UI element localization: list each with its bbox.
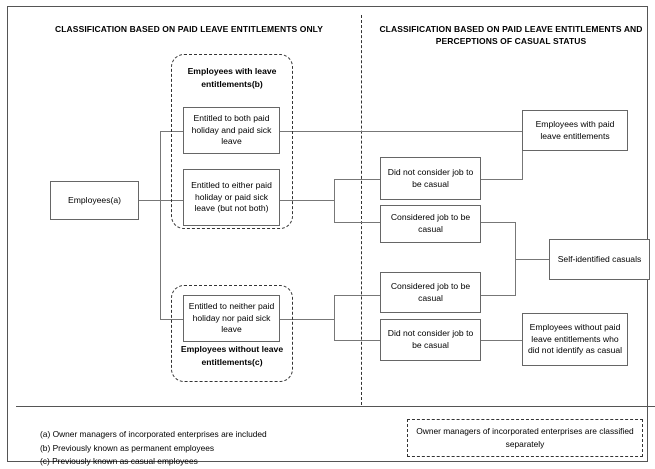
node-mid-did-not-consider-2[interactable]: Did not consider job to be casual [380,319,481,361]
footnote-c: (c) Previously known as casual employees [40,456,198,467]
node-out-employees-without-paid-leave[interactable]: Employees without paid leave entitlement… [522,313,628,366]
group-label-with-entitlements: Employees with leave entitlements(b) [187,66,277,89]
group-without-leave-entitlements [171,285,293,382]
node-mid-did-not-consider-1[interactable]: Did not consider job to be casual [380,157,481,200]
group-label-without-entitlements: Employees without leave entitlements(c) [180,344,284,367]
node-entitled-both[interactable]: Entitled to both paid holiday and paid s… [183,107,280,154]
connector-to-mid2 [334,222,380,223]
connector-neither-paid-out [280,319,334,320]
node-mid-considered-2[interactable]: Considered job to be casual [380,272,481,313]
connector-both-paid-to-out1 [280,131,522,132]
node-out-employees-with-paid-leave[interactable]: Employees with paid leave entitlements [522,110,628,151]
node-out-self-identified-casuals[interactable]: Self-identified casuals [549,239,650,280]
node-employees[interactable]: Employees(a) [50,181,139,220]
footer-separator [16,406,655,407]
footnotes-list: (a) Owner managers of incorporated enter… [40,428,340,469]
connector-neither-paid-split [334,295,335,340]
connector-either-paid-split [334,179,335,222]
footnote-a: (a) Owner managers of incorporated enter… [40,429,267,439]
column-heading-left: CLASSIFICATION BASED ON PAID LEAVE ENTIT… [55,24,323,34]
note-box-owner-managers: Owner managers of incorporated enterpris… [407,419,643,457]
connector-employees-trunk [160,131,161,320]
connector-to-mid3 [334,295,380,296]
node-entitled-neither[interactable]: Entitled to neither paid holiday nor pai… [183,295,280,342]
connector-mid3-out [481,295,515,296]
connector-mid1-out [481,179,522,180]
diagram-frame: CLASSIFICATION BASED ON PAID LEAVE ENTIT… [7,6,655,466]
group-with-leave-entitlements [171,54,293,229]
column-divider [361,15,362,405]
footnote-b: (b) Previously known as permanent employ… [40,442,215,453]
connector-employees-out [139,200,183,201]
connector-mid4-out [481,340,522,341]
node-mid-considered-1[interactable]: Considered job to be casual [380,205,481,243]
connector-to-out2 [515,259,549,260]
connector-to-mid4 [334,340,380,341]
column-heading-right: CLASSIFICATION BASED ON PAID LEAVE ENTIT… [379,24,643,46]
connector-either-paid-out [280,200,334,201]
node-entitled-either[interactable]: Entitled to either paid holiday or paid … [183,169,280,226]
connector-mid2-out [481,222,515,223]
connector-mid1-riser [522,131,523,180]
connector-to-mid1 [334,179,380,180]
